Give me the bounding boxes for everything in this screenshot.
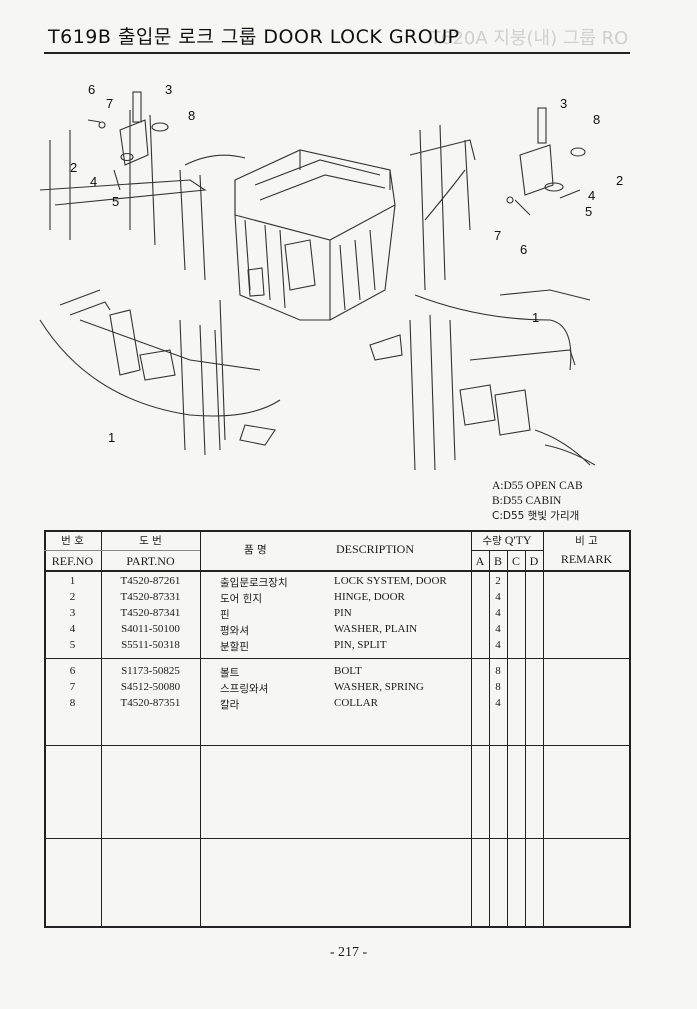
row-4-desc: WASHER, PLAIN [334, 623, 418, 635]
row-5-desc: PIN, SPLIT [334, 639, 387, 651]
row-2-ref: 2 [69, 591, 76, 603]
row-1-qty-b: 2 [495, 575, 501, 587]
row-8-desc: COLLAR [334, 697, 378, 709]
header-qty-c: C [511, 554, 520, 568]
header-qty-a: A [475, 554, 485, 568]
callout-7-left: 7 [106, 96, 113, 111]
row-3-ref: 3 [69, 607, 76, 619]
callout-3-right: 3 [560, 96, 567, 111]
callout-1-right: 1 [532, 310, 539, 325]
cab-frame [234, 149, 396, 321]
row-7-name: 스프링와셔 [220, 683, 269, 695]
callout-5-right: 5 [585, 204, 592, 219]
header-remark-en: REMARK [560, 552, 613, 566]
header-desc-en: DESCRIPTION [336, 542, 415, 556]
row-2-part: T4520-87331 [120, 591, 181, 603]
row-2-qty-b: 4 [495, 591, 501, 603]
callout-2-right: 2 [616, 173, 623, 188]
row-5-qty-b: 4 [495, 639, 501, 651]
callout-4-left: 4 [90, 174, 97, 189]
title-rule [44, 52, 630, 54]
header-name-kr: 품 명 [244, 544, 267, 556]
callout-5-left: 5 [112, 194, 119, 209]
header-qty-b: B [493, 554, 502, 568]
parts-table: 번 호 REF.NO 도 번 PART.NO 품 명 DESCRIPTION 수… [44, 530, 631, 928]
row-4-part: S4011-50100 [121, 623, 180, 635]
arrow-right [424, 169, 466, 221]
callout-4-right: 4 [588, 188, 595, 203]
callout-1-left: 1 [108, 430, 115, 445]
callout-7-right: 7 [494, 228, 501, 243]
header-part-kr: 도 번 [139, 535, 162, 547]
legend-c: C:D55 햇빛 가리개 [492, 510, 580, 522]
row-7-desc: WASHER, SPRING [334, 681, 424, 693]
row-8-ref: 8 [69, 697, 76, 709]
row-6-qty-b: 8 [495, 665, 501, 677]
page-number: - 217 - [329, 945, 368, 960]
callout-8-right: 8 [593, 112, 600, 127]
row-6-ref: 6 [69, 665, 76, 677]
header-ref-en: REF.NO [51, 554, 94, 568]
row-8-part: T4520-87351 [120, 697, 181, 709]
row-7-part: S4512-50080 [120, 681, 181, 693]
callout-3-left: 3 [165, 82, 172, 97]
row-8-qty-b: 4 [495, 697, 501, 709]
callout-2-left: 2 [70, 160, 77, 175]
header-ref-kr: 번 호 [61, 535, 84, 547]
page-title: T619B 출입문 로크 그룹 DOOR LOCK GROUP [48, 26, 460, 48]
legend-a: A:D55 OPEN CAB [492, 480, 583, 492]
row-1-desc: LOCK SYSTEM, DOOR [334, 575, 447, 587]
right-hinge-parts [506, 107, 586, 216]
row-8-name: 칼라 [220, 699, 240, 711]
legend-b: B:D55 CABIN [492, 495, 562, 507]
header-qty-d: D [529, 554, 539, 568]
row-3-desc: PIN [334, 607, 352, 619]
row-7-qty-b: 8 [495, 681, 501, 693]
row-6-name: 볼트 [220, 667, 240, 679]
arrow-left [184, 154, 246, 166]
left-door-lock [39, 289, 281, 456]
row-1-part: T4520-87261 [120, 575, 181, 587]
row-7-ref: 7 [69, 681, 76, 693]
header-qty: 수량 Q'TY [471, 533, 543, 548]
row-3-name: 핀 [220, 609, 230, 621]
header-part-en: PART.NO [126, 554, 175, 568]
model-legend: A:D55 OPEN CAB B:D55 CABIN C:D55 햇빛 가리개 [492, 479, 583, 524]
row-5-ref: 5 [69, 639, 76, 651]
left-hinge-parts [87, 91, 169, 191]
left-upper-frame [39, 110, 207, 281]
header-qty-kr: 수량 [482, 535, 502, 547]
row-1-name: 출입문로크장치 [220, 577, 288, 589]
row-2-name: 도어 힌지 [220, 593, 262, 605]
row-6-desc: BOLT [334, 665, 362, 677]
callout-8-left: 8 [188, 108, 195, 123]
header-qty-en: Q'TY [504, 533, 532, 547]
row-1-ref: 1 [69, 575, 76, 587]
row-2-desc: HINGE, DOOR [334, 591, 405, 603]
row-4-ref: 4 [69, 623, 76, 635]
callout-6-left: 6 [88, 82, 95, 97]
right-door-lock [369, 289, 596, 471]
row-4-qty-b: 4 [495, 623, 501, 635]
row-3-qty-b: 4 [495, 607, 501, 619]
row-5-name: 분할핀 [220, 641, 249, 653]
callout-6-right: 6 [520, 242, 527, 257]
header-remark-kr: 비 고 [575, 535, 598, 547]
row-5-part: S5511-50318 [121, 639, 180, 651]
row-6-part: S1173-50825 [121, 665, 180, 677]
exploded-diagram: 6 7 3 8 2 4 5 3 8 2 4 5 7 6 1 1 [39, 82, 623, 471]
right-frame [409, 124, 476, 291]
bleed-through-title: T620A 지붕(내) 그룹 RO [430, 28, 629, 49]
row-4-name: 평와셔 [220, 625, 249, 637]
row-3-part: T4520-87341 [120, 607, 181, 619]
